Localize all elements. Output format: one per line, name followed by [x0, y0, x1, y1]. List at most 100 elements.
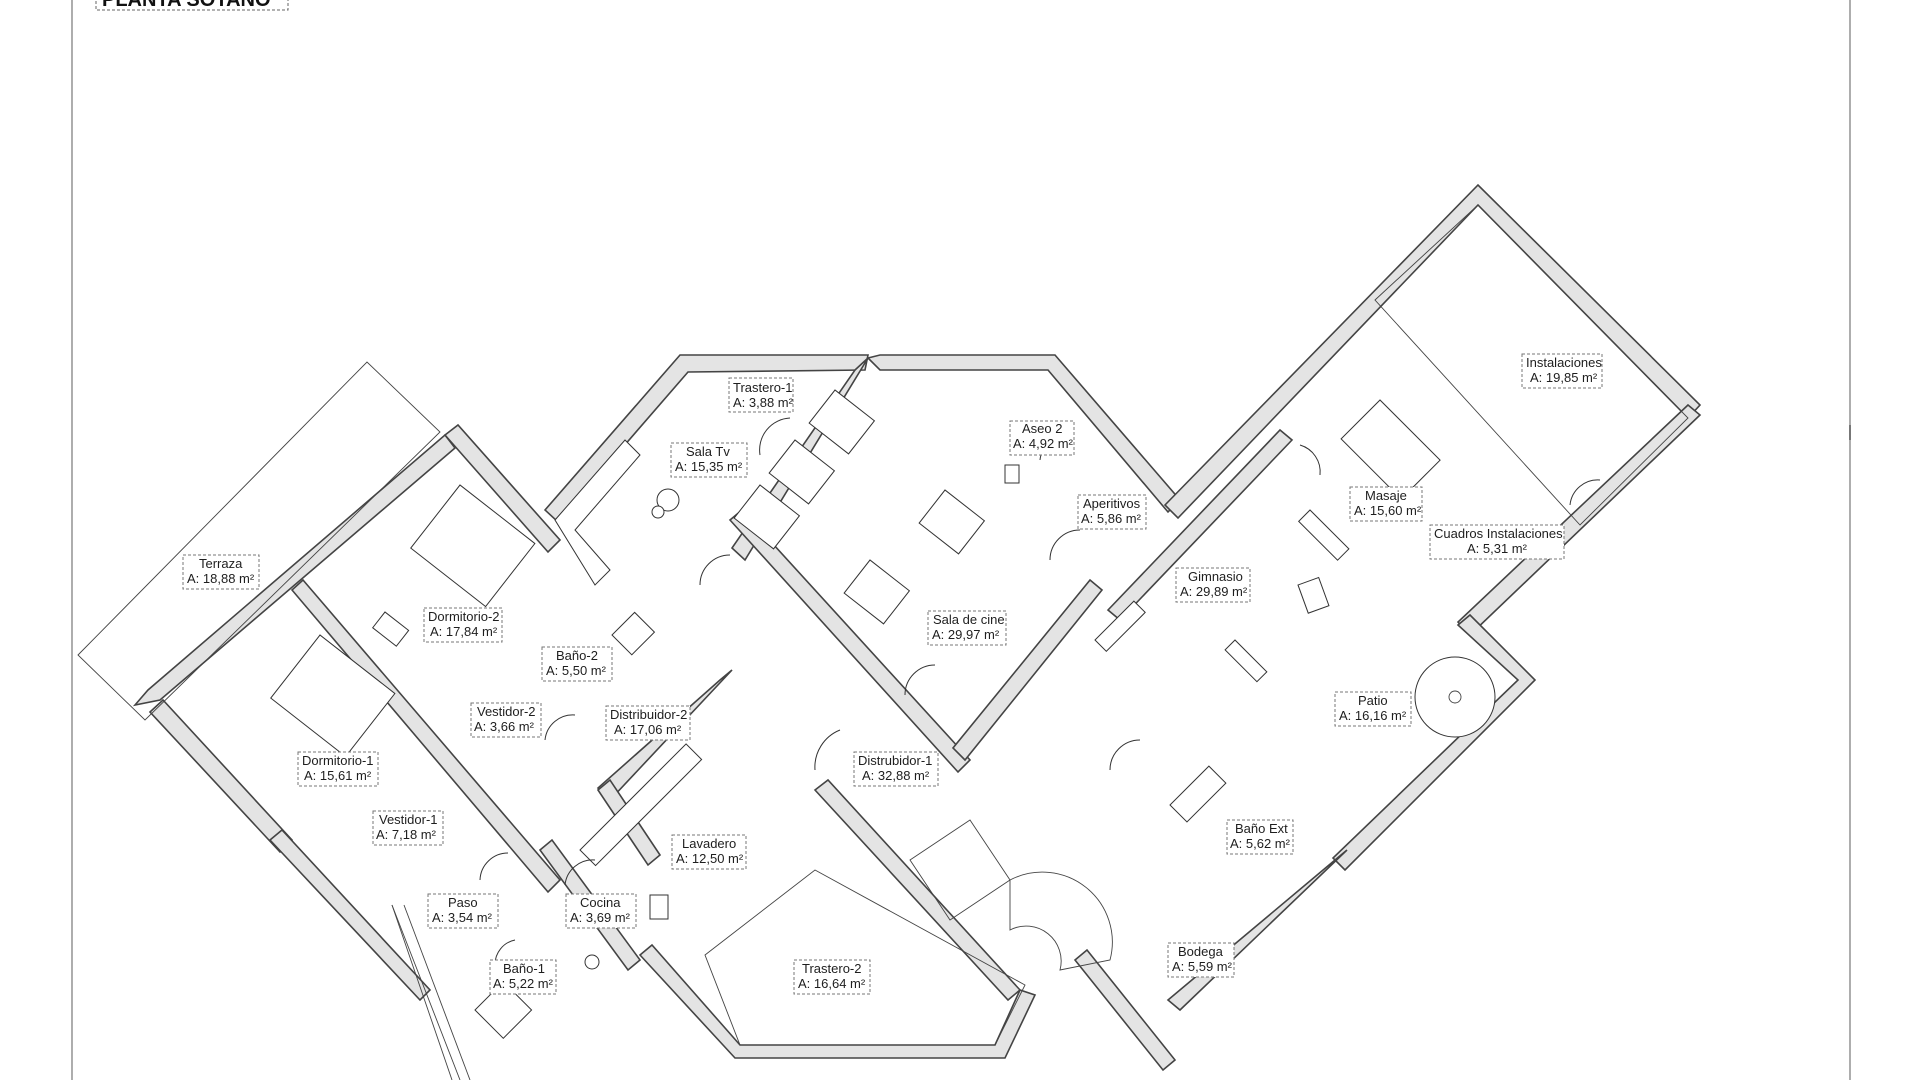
svg-text:Vestidor-1: Vestidor-1: [379, 812, 438, 827]
door-distrib-1: [814, 729, 841, 771]
svg-text:Gimnasio: Gimnasio: [1188, 569, 1243, 584]
room-label-bano-2: Baño-2A: 5,50 m²: [541, 646, 613, 682]
table-salatv: [656, 488, 680, 512]
wall-gym-south: [1166, 849, 1348, 1012]
svg-text:A: 3,88 m²: A: 3,88 m²: [733, 395, 794, 410]
svg-text:Sala Tv: Sala Tv: [686, 444, 730, 459]
cinema-seat-1: [808, 389, 876, 455]
instalaciones-inner: [1374, 204, 1689, 526]
gym-bench-2: [1094, 600, 1146, 653]
bathtub-bano-ext: [1169, 765, 1227, 823]
cinema-seat-5: [843, 559, 911, 625]
room-label-sala-tv: Sala TvA: 15,35 m²: [670, 442, 748, 478]
svg-text:Cuadros Instalaciones: Cuadros Instalaciones: [1434, 526, 1563, 541]
shower-bano-2: [611, 611, 656, 656]
svg-text:A: 7,18 m²: A: 7,18 m²: [376, 827, 437, 842]
svg-text:A: 15,61 m²: A: 15,61 m²: [304, 768, 372, 783]
cinema-seat-4: [918, 489, 986, 555]
svg-text:A: 5,22 m²: A: 5,22 m²: [493, 976, 554, 991]
svg-text:Sala de cine: Sala de cine: [933, 612, 1005, 627]
svg-text:A: 5,86 m²: A: 5,86 m²: [1081, 511, 1142, 526]
svg-text:A: 16,16 m²: A: 16,16 m²: [1339, 708, 1407, 723]
wall-bedroom-wing-sw: [148, 698, 294, 854]
door-salatv: [699, 554, 731, 586]
svg-text:Terraza: Terraza: [199, 556, 243, 571]
svg-text:A: 19,85 m²: A: 19,85 m²: [1530, 370, 1598, 385]
wall-distrib1-south: [813, 778, 1022, 1002]
svg-text:Instalaciones: Instalaciones: [1526, 355, 1602, 370]
svg-text:Aseo 2: Aseo 2: [1022, 421, 1062, 436]
svg-text:Bodega: Bodega: [1178, 944, 1224, 959]
cinema-seat-2: [768, 439, 836, 505]
svg-text:Trastero-2: Trastero-2: [802, 961, 861, 976]
sofa-salatv: [554, 439, 641, 586]
wall-inst-east: [1456, 403, 1702, 637]
door-trastero-1: [759, 417, 791, 456]
massage-table: [1340, 399, 1441, 500]
gym-bench-1: [1224, 639, 1268, 683]
svg-text:Baño-2: Baño-2: [556, 648, 598, 663]
door-gym: [1109, 739, 1141, 771]
svg-text:A: 32,88 m²: A: 32,88 m²: [862, 768, 930, 783]
room-label-vestidor-2: Vestidor-2A: 3,66 m²: [470, 702, 542, 738]
svg-text:A: 3,69 m²: A: 3,69 m²: [570, 910, 631, 925]
door-cine: [904, 664, 936, 696]
door-cocina: [564, 859, 596, 886]
furniture: [270, 389, 1496, 1039]
gym-rack: [1297, 509, 1350, 561]
ramp-line-3: [391, 904, 453, 1080]
spiral-stair-patio: [1414, 656, 1496, 738]
plan-title: PLANTA SÓTANO: [102, 0, 271, 11]
svg-text:Baño-1: Baño-1: [503, 961, 545, 976]
room-label-distrubidor-1: Distrubidor-1A: 32,88 m²: [853, 751, 939, 787]
main-staircase: [909, 819, 1113, 971]
sink-lavadero: [649, 894, 669, 920]
svg-text:Paso: Paso: [448, 895, 478, 910]
svg-text:Dormitorio-2: Dormitorio-2: [428, 609, 500, 624]
plan-title-block: PLANTA SÓTANO: [95, 0, 289, 11]
wc-aseo-2: [1004, 464, 1020, 484]
svg-text:A: 29,89 m²: A: 29,89 m²: [1180, 584, 1248, 599]
svg-text:Dormitorio-1: Dormitorio-1: [302, 753, 374, 768]
door-aperitivos: [1049, 529, 1081, 561]
room-label-dormitorio-2: Dormitorio-2A: 17,84 m²: [423, 607, 503, 643]
room-labels: Trastero-1A: 3,88 m² Sala TvA: 15,35 m² …: [182, 353, 1603, 995]
svg-text:A: 16,64 m²: A: 16,64 m²: [798, 976, 866, 991]
svg-text:A: 3,54 m²: A: 3,54 m²: [432, 910, 493, 925]
svg-text:Masaje: Masaje: [1365, 488, 1407, 503]
door-masaje: [1299, 444, 1321, 476]
svg-text:A: 5,50 m²: A: 5,50 m²: [546, 663, 607, 678]
wall-patio-east: [1331, 613, 1537, 872]
trastero2-inner: [704, 869, 1026, 1046]
room-label-distribuidor-2: Distribuidor-2A: 17,06 m²: [605, 705, 691, 741]
room-label-vestidor-1: Vestidor-1A: 7,18 m²: [372, 810, 444, 846]
room-label-trastero-2: Trastero-2A: 16,64 m²: [793, 959, 871, 995]
svg-text:Baño Ext: Baño Ext: [1235, 821, 1288, 836]
svg-text:A: 29,97 m²: A: 29,97 m²: [932, 627, 1000, 642]
wall-bedroom-south: [268, 828, 432, 1002]
room-label-trastero-1: Trastero-1A: 3,88 m²: [728, 377, 794, 413]
svg-text:A: 15,35 m²: A: 15,35 m²: [675, 459, 743, 474]
cinema-seat-3: [733, 484, 801, 550]
svg-text:A: 4,92 m²: A: 4,92 m²: [1013, 436, 1074, 451]
svg-text:A: 12,50 m²: A: 12,50 m²: [676, 851, 744, 866]
stove-cocina: [584, 954, 600, 970]
svg-text:A: 17,84 m²: A: 17,84 m²: [430, 624, 498, 639]
svg-text:A: 5,62 m²: A: 5,62 m²: [1230, 836, 1291, 851]
counter-lavadero: [579, 743, 703, 867]
svg-text:A: 5,59 m²: A: 5,59 m²: [1172, 959, 1233, 974]
door-distrib-2: [544, 714, 576, 741]
wall-bodega: [1073, 948, 1177, 1072]
bed-dormitorio-1: [270, 634, 396, 758]
svg-text:Patio: Patio: [1358, 693, 1388, 708]
